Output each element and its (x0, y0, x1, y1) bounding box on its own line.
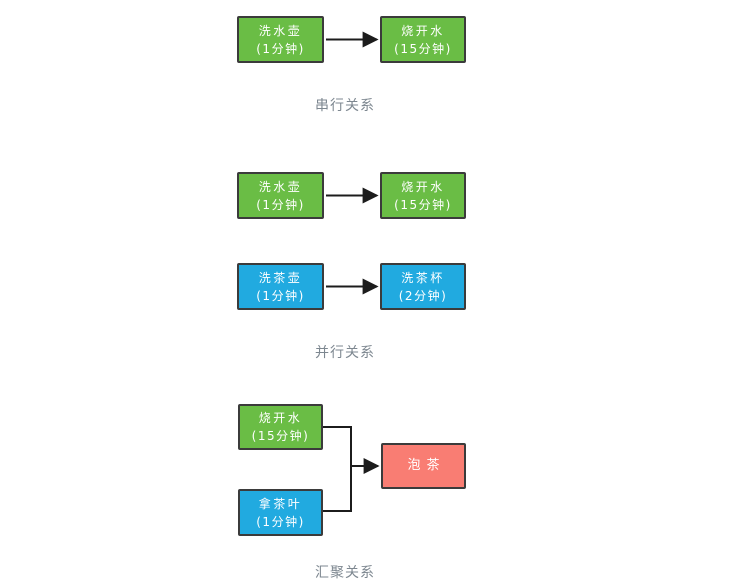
node-label: 洗茶壶 (258, 270, 303, 285)
node-label: 烧开水 (401, 179, 445, 194)
node-duration: (15分钟) (251, 429, 310, 443)
node-label: 烧开水 (401, 23, 445, 38)
node-converge-make-tea: 泡茶 (381, 443, 466, 489)
node-duration: (2分钟) (398, 288, 448, 303)
node-label: 洗茶杯 (401, 270, 445, 285)
caption-converge: 汇聚关系 (315, 565, 375, 581)
node-label: 拿茶叶 (258, 496, 303, 511)
caption-serial: 串行关系 (315, 98, 375, 114)
connector-converge-bottom (323, 467, 352, 512)
node-parallel-boil-water: 烧开水 (15分钟) (380, 172, 466, 219)
node-label: 洗水壶 (258, 23, 303, 38)
node-duration: (1分钟) (256, 197, 305, 212)
node-label: 泡茶 (407, 458, 446, 473)
node-converge-take-tea-leaves: 拿茶叶 (1分钟) (238, 489, 323, 536)
node-duration: (15分钟) (394, 197, 452, 212)
node-parallel-wash-teacup: 洗茶杯 (2分钟) (380, 263, 466, 310)
node-converge-boil-water: 烧开水 (15分钟) (238, 404, 323, 450)
node-duration: (15分钟) (394, 41, 452, 56)
node-serial-boil-water: 烧开水 (15分钟) (380, 16, 466, 63)
node-serial-wash-kettle: 洗水壶 (1分钟) (237, 16, 324, 63)
node-duration: (1分钟) (256, 514, 305, 529)
node-parallel-wash-teapot: 洗茶壶 (1分钟) (237, 263, 324, 310)
node-label: 洗水壶 (258, 179, 303, 194)
node-label: 烧开水 (258, 411, 303, 425)
connector-converge-top (323, 426, 352, 465)
node-duration: (1分钟) (256, 288, 305, 303)
node-parallel-wash-kettle: 洗水壶 (1分钟) (237, 172, 324, 219)
caption-parallel: 并行关系 (315, 345, 375, 361)
node-duration: (1分钟) (256, 41, 305, 56)
